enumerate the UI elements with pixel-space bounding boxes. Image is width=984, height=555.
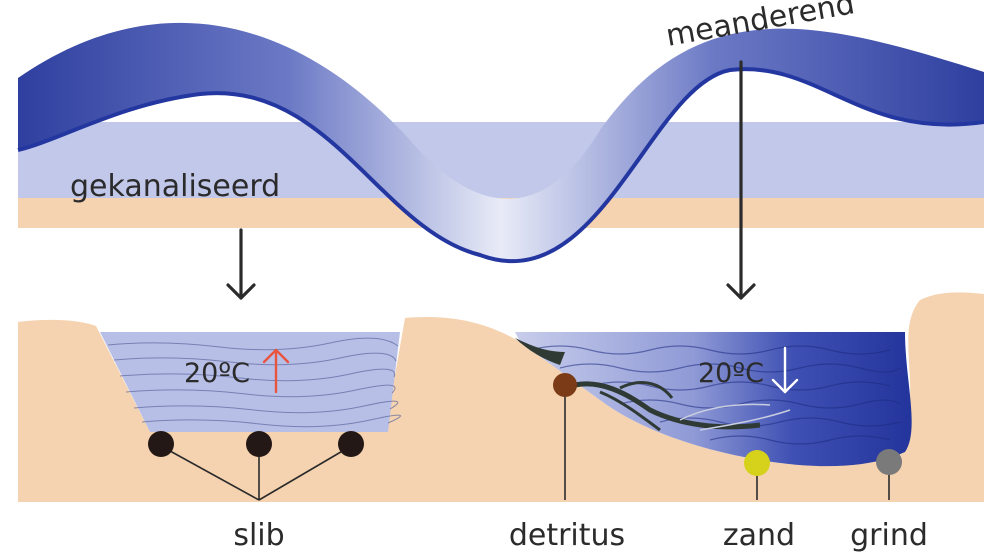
slib-dot-3	[338, 431, 364, 457]
temperature-down-arrow-icon	[771, 346, 799, 394]
channelized-flow-lines	[107, 337, 401, 428]
label-grind: grind	[850, 518, 928, 553]
slib-dot-1	[148, 431, 174, 457]
cross-sections: 20ºC 20ºC	[18, 292, 984, 553]
meandering-river-band	[18, 22, 984, 262]
grind-marker	[876, 449, 902, 500]
meander-lower-outline	[17, 67, 984, 264]
slib-markers	[148, 431, 364, 501]
down-arrow-right	[726, 60, 756, 300]
label-zand: zand	[723, 518, 795, 553]
zand-marker	[744, 450, 770, 500]
slib-dot-2	[246, 431, 272, 457]
meandering-flow-lines	[529, 345, 901, 445]
detritus-marker	[553, 373, 577, 500]
canalized-river-band	[18, 122, 984, 198]
map-view: gekanaliseerd meanderend	[17, 0, 984, 300]
channelized-water	[100, 332, 400, 432]
label-slib: slib	[233, 518, 284, 553]
detritus-debris	[515, 338, 791, 432]
channelized-temperature: 20ºC	[184, 358, 250, 389]
temperature-up-arrow-icon	[262, 348, 290, 394]
down-arrow-left	[226, 228, 256, 300]
meandering-temperature: 20ºC	[698, 358, 764, 389]
label-detritus: detritus	[509, 518, 625, 553]
label-gekanaliseerd: gekanaliseerd	[70, 169, 280, 204]
